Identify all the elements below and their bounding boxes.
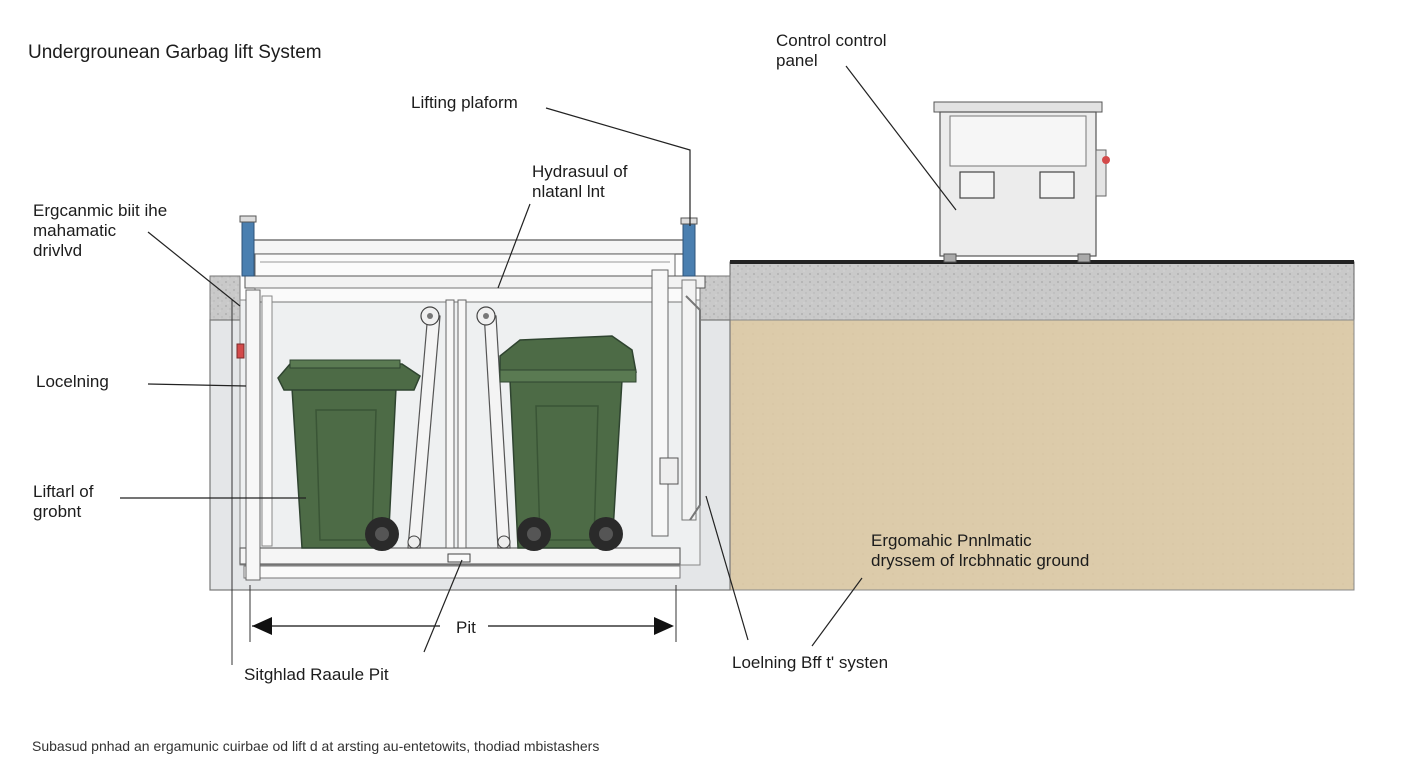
label-locking-system: Loelning Bff t' systen: [732, 653, 888, 673]
label-ergonomic-drive: Ergcanmic biit ihe mahamatic drivlvd: [33, 201, 167, 261]
label-liftarl-line2: grobnt: [33, 502, 82, 521]
diagram-title: Undergrounean Garbag lift System: [28, 42, 322, 63]
label-hydraulic-line1: Hydrasuul of: [532, 162, 628, 181]
label-pit-bottom-line1: Sitghlad Raaule Pit: [244, 665, 389, 684]
label-lifting-platform: Lifting plaform: [411, 93, 518, 113]
footnote: Subasud pnhad an ergamunic cuirbae od li…: [32, 738, 600, 754]
control-panel-unit: [933, 101, 1110, 263]
label-pit-bottom: Sitghlad Raaule Pit: [244, 665, 389, 685]
pit-dimension: [231, 300, 677, 665]
label-ground-line2: dryssem of lrcbhnatic ground: [871, 551, 1090, 570]
label-ground-line1: Ergomahic Pnnlmatic: [871, 531, 1032, 550]
label-liftarl: Liftarl of grobnt: [33, 482, 93, 522]
label-liftarl-line1: Liftarl of: [33, 482, 94, 501]
label-ergonomic-drive-line3: drivlvd: [33, 241, 83, 260]
label-locking: Locelning: [36, 372, 109, 392]
label-locking-system-line1: Loelning Bff t' systen: [732, 653, 889, 672]
garbage-bin-right: [499, 335, 637, 551]
ground-section: [209, 260, 1355, 591]
label-control-panel: Control control panel: [776, 31, 887, 71]
label-hydraulic-line2: nlatanl lnt: [532, 182, 605, 201]
leader-lines: [120, 65, 957, 653]
label-pit: Pit: [456, 618, 476, 638]
lifting-platform-frame: [236, 215, 706, 581]
label-ground: Ergomahic Pnnlmatic dryssem of lrcbhnati…: [871, 531, 1089, 571]
label-lifting-platform-line1: Lifting plaform: [411, 93, 518, 112]
label-hydraulic: Hydrasuul of nlatanl lnt: [532, 162, 627, 202]
label-locking-line1: Locelning: [36, 372, 109, 391]
label-control-panel-line2: panel: [776, 51, 818, 70]
label-ergonomic-drive-line1: Ergcanmic biit ihe: [33, 201, 168, 220]
hydraulic-arms: [407, 299, 511, 563]
label-control-panel-line1: Control control: [776, 31, 887, 50]
label-ergonomic-drive-line2: mahamatic: [33, 221, 117, 240]
garbage-bin-left: [277, 359, 421, 551]
label-pit-line1: Pit: [456, 618, 476, 637]
